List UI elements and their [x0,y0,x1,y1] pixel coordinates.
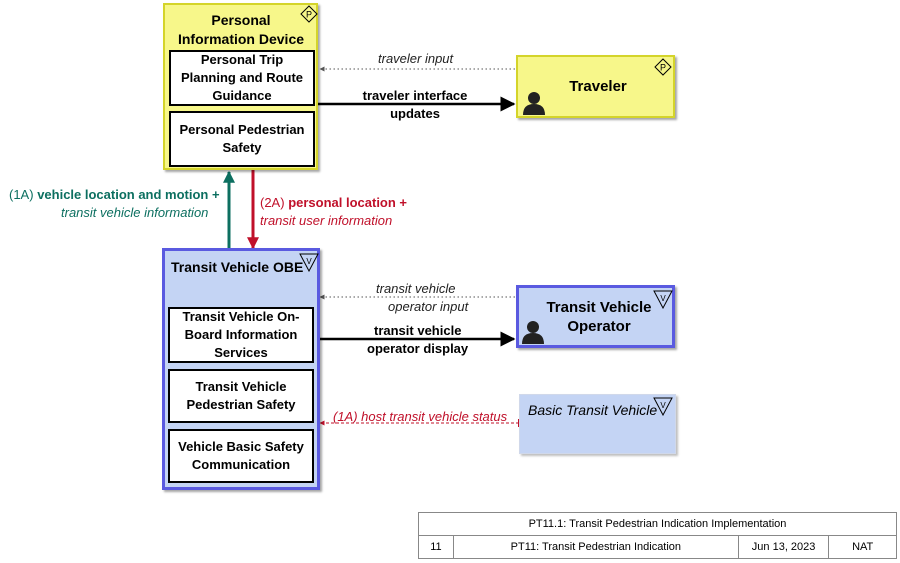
transit-vehicle-info-label: transit vehicle information [61,205,209,220]
traveler-interface-label: traveler interface updates [350,87,480,123]
tvobe-title: Transit Vehicle OBE [171,259,304,275]
btv-title: Basic Transit Vehicle [528,402,658,418]
pid-title: Personal Information Device [177,12,305,47]
title-block-date: Jun 13, 2023 [737,535,830,559]
title-block-name: PT11: Transit Pedestrian Indication [452,535,739,559]
tv-operator-display-label-1: transit vehicle [374,323,462,338]
person-icon [522,321,544,344]
svg-text:V: V [306,257,312,266]
tvobe-badge-icon: V [299,253,319,272]
tvop-badge-icon: V [653,290,673,309]
vehicle-location-label: (1A) vehicle location and motion + [9,186,220,204]
svg-text:P: P [660,63,666,73]
tv-operator-input-label-2: operator input [388,299,469,314]
btv-badge-icon: V [653,397,673,416]
vehicle-location-prefix: (1A) [9,187,34,202]
traveler-title: Traveler [569,78,627,95]
transit-vehicle-onboard-info[interactable]: Transit Vehicle On-Board Information Ser… [168,307,314,363]
title-block-title: PT11.1: Transit Pedestrian Indication Im… [418,512,897,536]
pid-badge-icon: P [300,5,318,23]
svg-text:V: V [660,294,666,303]
personal-location-prefix: (2A) [260,195,285,210]
svg-text:P: P [306,10,312,20]
title-block: PT11.1: Transit Pedestrian Indication Im… [418,512,897,559]
transit-vehicle-operator[interactable]: Transit Vehicle Operator V [516,285,675,348]
transit-vehicle-obe[interactable]: Transit Vehicle OBE V Transit Vehicle On… [162,248,320,490]
personal-pedestrian-safety[interactable]: Personal Pedestrian Safety [169,111,315,167]
vehicle-location-text: vehicle location and motion + [37,187,220,202]
title-block-number: 11 [418,535,454,559]
personal-trip-planning[interactable]: Personal Trip Planning and Route Guidanc… [169,50,315,106]
traveler[interactable]: Traveler P [516,55,675,118]
personal-location-text: personal location + [288,195,408,210]
host-status-label: (1A) host transit vehicle status [333,409,508,424]
traveler-input-label: traveler input [378,51,454,66]
transit-vehicle-pedestrian-safety[interactable]: Transit Vehicle Pedestrian Safety [168,369,314,423]
person-icon [523,92,545,115]
tv-operator-display-label-2: operator display [367,341,469,356]
svg-text:V: V [660,401,666,410]
personal-location-label: (2A) personal location + [260,194,407,212]
transit-user-info-label: transit user information [260,213,393,228]
personal-information-device[interactable]: Personal Information Device P Personal T… [163,3,318,170]
tvop-title: Transit Vehicle Operator [546,299,652,335]
basic-transit-vehicle[interactable]: Basic Transit Vehicle V [519,394,676,454]
traveler-badge-icon: P [654,58,672,76]
tv-operator-input-label-1: transit vehicle [376,281,456,296]
vehicle-basic-safety-communication[interactable]: Vehicle Basic Safety Communication [168,429,314,483]
traveler-interface-text: traveler interface updates [362,88,468,121]
title-block-scope: NAT [828,535,897,559]
